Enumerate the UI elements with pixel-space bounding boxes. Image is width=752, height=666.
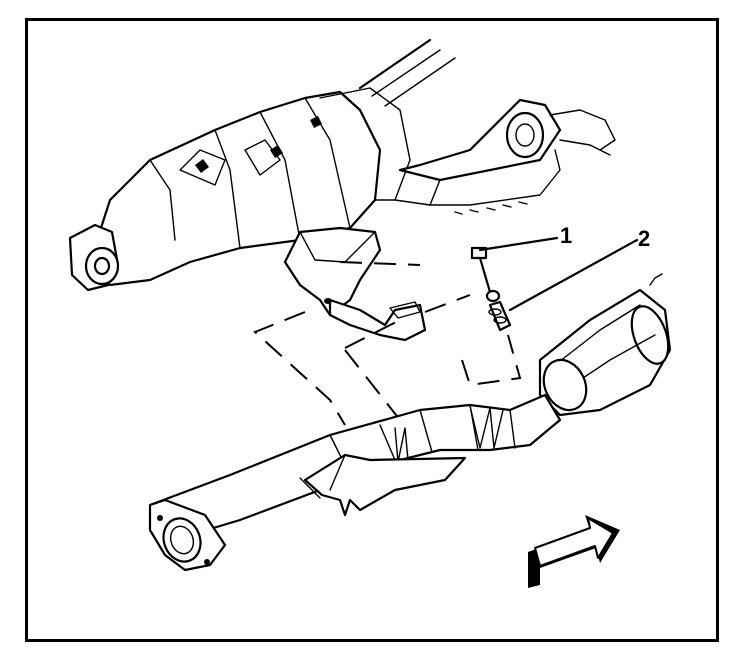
callout-2-label: 2 (638, 226, 650, 251)
callout-1-label: 1 (560, 223, 572, 248)
leader-lines (478, 236, 639, 312)
alignment-lines (253, 261, 522, 426)
exhaust-pipe (148, 273, 672, 572)
oxygen-sensor-connector (470, 246, 512, 332)
crossmember-rails (358, 38, 616, 215)
transmission-mount (283, 226, 427, 342)
front-direction-arrow-icon (528, 515, 620, 588)
